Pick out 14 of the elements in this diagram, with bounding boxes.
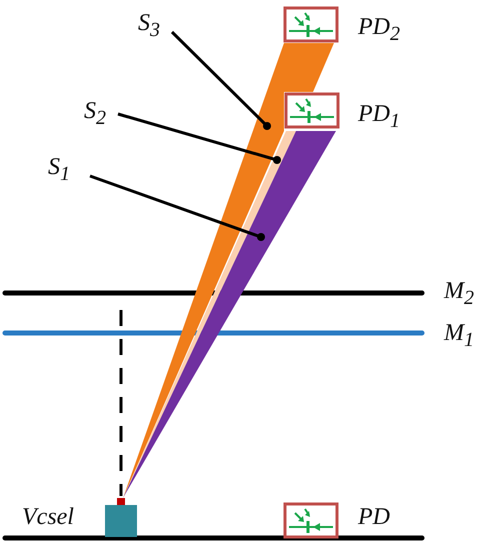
leader-line (170, 30, 271, 130)
detector-label: PD$_{1}$ (358, 101, 400, 134)
mirror-label: M$_{2}$ (444, 278, 474, 311)
leader-line (118, 112, 281, 164)
mirror-label: M$_{1}$ (444, 320, 474, 353)
source-label: Vcsel (22, 504, 74, 530)
beam-label: S$_{1}$ (48, 154, 70, 187)
leader-line (90, 174, 265, 241)
beam-label: S$_{2}$ (84, 98, 106, 131)
detector-label: PD (358, 504, 390, 530)
light-beam (123, 43, 334, 498)
light-beam (123, 131, 336, 498)
detector-label: PD$_{2}$ (358, 14, 400, 47)
beam-label: S$_{3}$ (138, 10, 160, 43)
